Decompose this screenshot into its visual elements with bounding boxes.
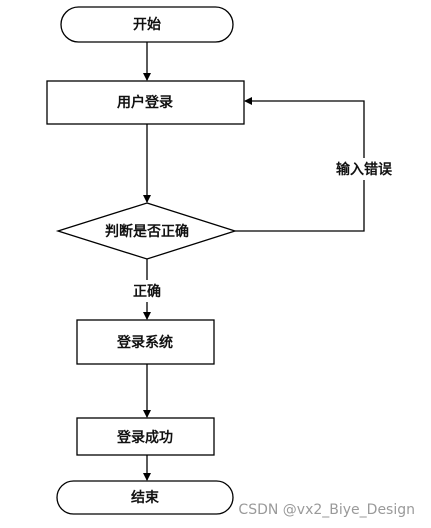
login-process-node: 用户登录: [46, 80, 245, 125]
end-label: 结束: [131, 489, 160, 506]
login-success-node: 登录成功: [76, 417, 215, 456]
start-node: 开始: [60, 6, 234, 43]
login-label: 用户登录: [117, 94, 173, 111]
correct-label: 正确: [133, 283, 161, 300]
start-label: 开始: [133, 16, 161, 33]
watermark-text: CSDN @vx2_Biye_Design: [238, 502, 415, 518]
login-success-label: 登录成功: [116, 429, 173, 446]
login-system-label: 登录系统: [116, 334, 173, 351]
decision-label: 判断是否正确: [105, 223, 189, 240]
error-label-bg: [320, 158, 406, 180]
login-system-node: 登录系统: [76, 319, 215, 365]
input-error-label: 输入错误: [336, 161, 393, 178]
decision-node: 判断是否正确: [55, 202, 238, 260]
correct-label-bg: [124, 280, 170, 302]
end-node: 结束: [56, 480, 234, 515]
